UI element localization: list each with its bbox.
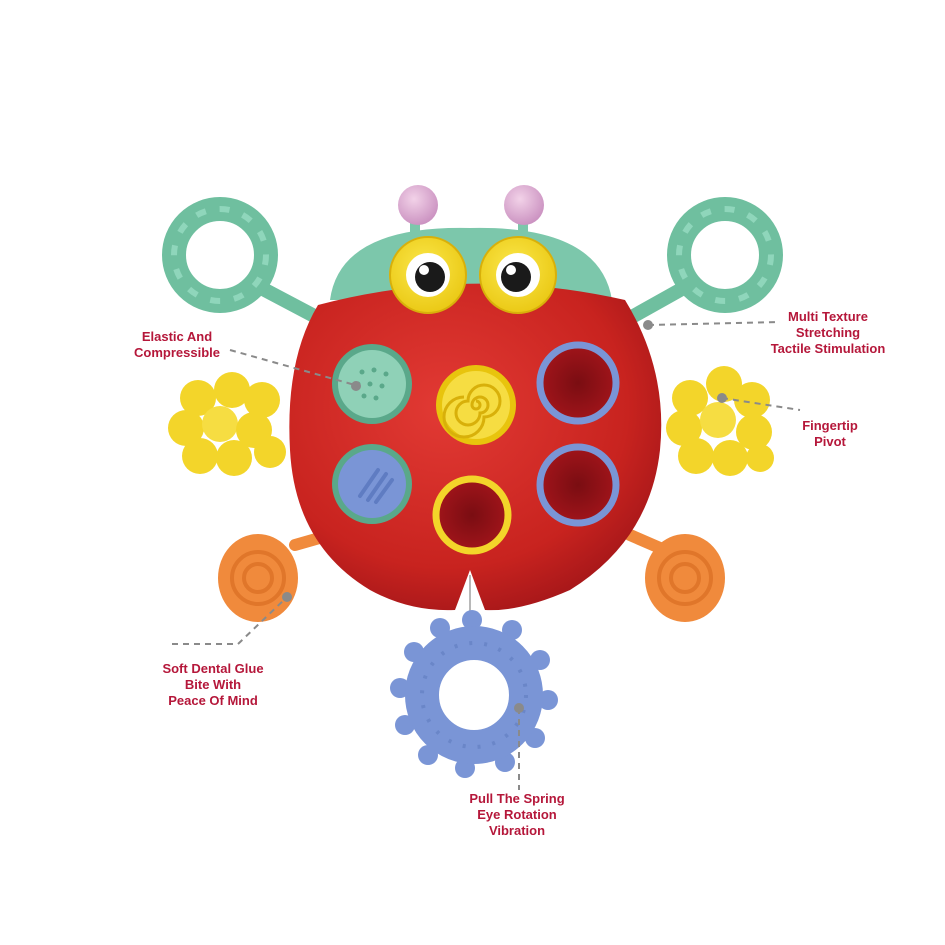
right-teether-ring [623, 197, 783, 325]
red-body [289, 283, 662, 611]
label-soft-dental-glue: Soft Dental Glue Bite With Peace Of Mind [162, 661, 264, 708]
eyes [389, 236, 557, 314]
antennae [398, 185, 544, 245]
label-elastic-compressible: Elastic And Compressible [134, 329, 220, 360]
label-pull-the-spring: Pull The Spring Eye Rotation Vibration [469, 791, 565, 838]
leader-lines [172, 321, 801, 790]
label-multi-texture: Multi Texture Stretching Tactile Stimula… [770, 309, 886, 356]
left-yellow-flower [168, 372, 286, 476]
left-teether-ring [162, 197, 325, 325]
sensory-buttons [332, 341, 620, 555]
label-fingertip-pivot: Fingertip Pivot [802, 418, 858, 449]
right-orange-foot [624, 529, 725, 622]
leader-dots [282, 320, 727, 713]
right-yellow-flower [666, 366, 774, 476]
left-orange-foot [218, 529, 336, 622]
blue-teether-ring [390, 610, 558, 778]
